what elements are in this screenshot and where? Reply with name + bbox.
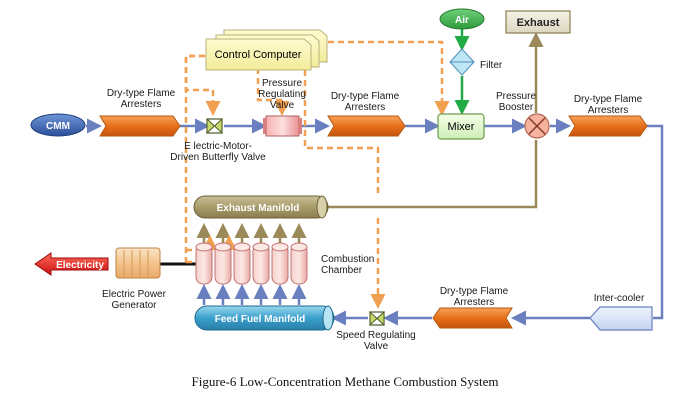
cylinder-5 [271,242,289,285]
mixer: Mixer [437,113,485,140]
arrester-1-label-line1: Dry-type Flame [107,88,176,99]
pressure-booster [524,113,550,139]
arrester-2-label-line1: Dry-type Flame [331,91,400,102]
filter: Filter [449,48,503,76]
butterfly-valve-label-line1: E lectric-Motor- [184,141,252,152]
cmm-source: CMM [30,113,86,137]
generator-label-line2: Generator [111,300,157,311]
flame-arrester-3 [568,115,648,137]
booster-label-line1: Pressure [496,91,536,102]
cylinder-2 [214,242,232,285]
electricity-output: Electricity [34,252,109,276]
blue-flow-lines [86,118,664,326]
pressure-regulating-valve [263,115,302,137]
electric-generator [115,247,161,279]
generator-label-line1: Electric Power [102,289,167,300]
arrester-2-label-line2: Arresters [345,102,386,113]
feed-fuel-manifold: Feed Fuel Manifold [194,305,335,331]
cylinder-6 [290,242,308,285]
air-source: Air [439,8,485,30]
arrester-1-label-line2: Arresters [121,99,162,110]
flame-arrester-1 [99,115,181,137]
arrester-3-label-line2: Arresters [588,105,629,116]
arrester-4-label-line1: Dry-type Flame [440,286,509,297]
combustion-chamber [195,242,308,285]
prv-label-line3: Valve [270,100,295,111]
feed-fuel-manifold-label: Feed Fuel Manifold [215,314,306,325]
prv-label-line2: Regulating [258,89,306,100]
combustion-label-line1: Combustion [321,254,374,265]
speed-valve-label-line2: Valve [364,341,389,352]
exhaust-outlet: Exhaust [505,10,571,34]
intercooler-label: Inter-cooler [594,293,645,304]
electricity-label: Electricity [56,260,104,271]
exhaust-label: Exhaust [517,17,560,29]
speed-valve-label-line1: Speed Regulating [336,330,416,341]
prv-label-line1: Pressure [262,78,302,89]
butterfly-valve-label-line2: Driven Butterfly Valve [170,152,266,163]
air-label: Air [455,15,469,26]
flame-arrester-2 [327,115,406,137]
exhaust-manifold: Exhaust Manifold [193,195,329,219]
control-computer: Control Computer [205,29,328,71]
arrester-3-label-line1: Dry-type Flame [574,94,643,105]
butterfly-valve [206,117,223,135]
cylinder-4 [252,242,270,285]
mixer-label: Mixer [448,121,475,133]
combustion-label-line2: Chamber [321,265,363,276]
booster-label-line2: Booster [499,102,534,113]
speed-regulating-valve [369,310,385,327]
cylinder-1 [195,242,213,285]
cmm-label: CMM [46,121,70,132]
flame-arrester-4 [432,307,513,329]
exhaust-manifold-label: Exhaust Manifold [217,203,300,214]
figure-caption: Figure-6 Low-Concentration Methane Combu… [191,374,499,389]
arrester-4-label-line2: Arresters [454,297,495,308]
filter-label: Filter [480,60,503,71]
intercooler [589,306,653,331]
cylinder-3 [233,242,251,285]
control-computer-label: Control Computer [215,49,302,61]
